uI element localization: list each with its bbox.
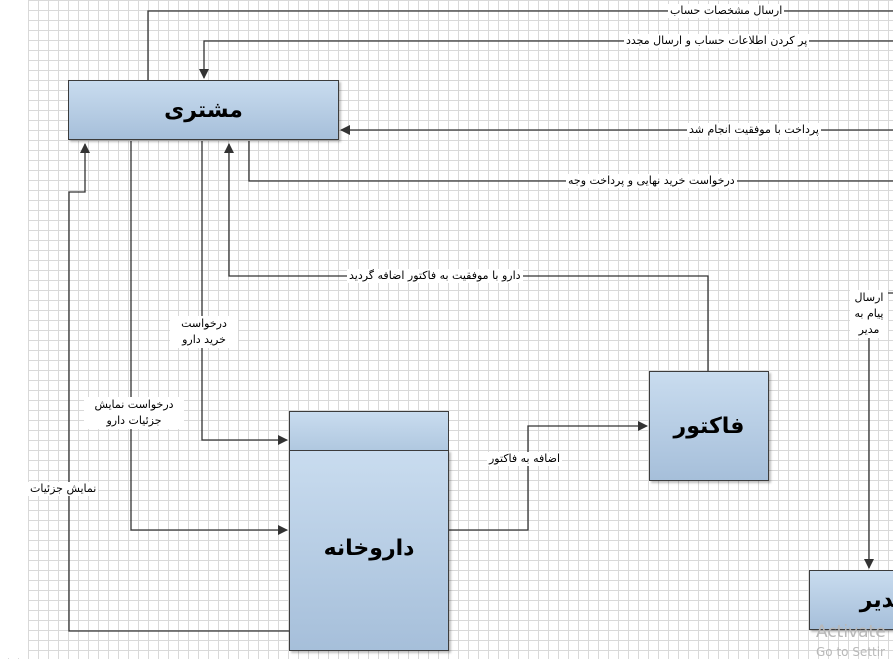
label-final-purchase-request: درخواست خرید نهایی و پرداخت وجه	[566, 174, 737, 188]
label-send-message-to-manager: ارسال پیام به مدیر	[850, 290, 888, 338]
label-fill-account-resend: پر کردن اطلاعات حساب و ارسال مجدد	[624, 34, 810, 48]
edge-drug-purchase-request	[201, 141, 288, 445]
label-send-account-info: ارسال مشخصات حساب	[668, 4, 785, 18]
pharmacy-node-header[interactable]	[289, 411, 449, 451]
manager-node[interactable]: مدیر	[809, 570, 893, 630]
edge-drug-details-request	[130, 141, 288, 535]
pharmacy-node[interactable]: داروخانه	[289, 450, 449, 651]
label-payment-success: پرداخت با موفقیت انجام شد	[687, 123, 821, 137]
activate-watermark-line2: Go to Settir	[816, 645, 885, 659]
customer-label: مشتری	[164, 97, 243, 123]
label-add-to-invoice: اضافه به فاکتور	[487, 452, 563, 466]
edge-show-details	[68, 143, 289, 632]
edge-add-to-invoice	[449, 421, 648, 531]
activate-watermark-line1: Activate	[816, 622, 886, 642]
label-drug-added-to-invoice: دارو با موفقیت به فاکتور اضافه گردید	[347, 269, 523, 283]
pharmacy-label: داروخانه	[323, 536, 415, 561]
invoice-label: فاکتور	[673, 413, 745, 439]
label-drug-purchase-request: درخواست خرید دارو	[170, 316, 238, 348]
label-show-details: نمایش جزئیات	[28, 482, 99, 496]
manager-label: مدیر	[859, 587, 893, 613]
customer-node[interactable]: مشتری	[68, 80, 339, 140]
label-drug-details-request: درخواست نمایش جزئیات دارو	[84, 397, 184, 429]
edge-send-account-info	[147, 10, 893, 80]
canvas-margin	[0, 0, 28, 658]
invoice-node[interactable]: فاکتور	[649, 371, 769, 481]
